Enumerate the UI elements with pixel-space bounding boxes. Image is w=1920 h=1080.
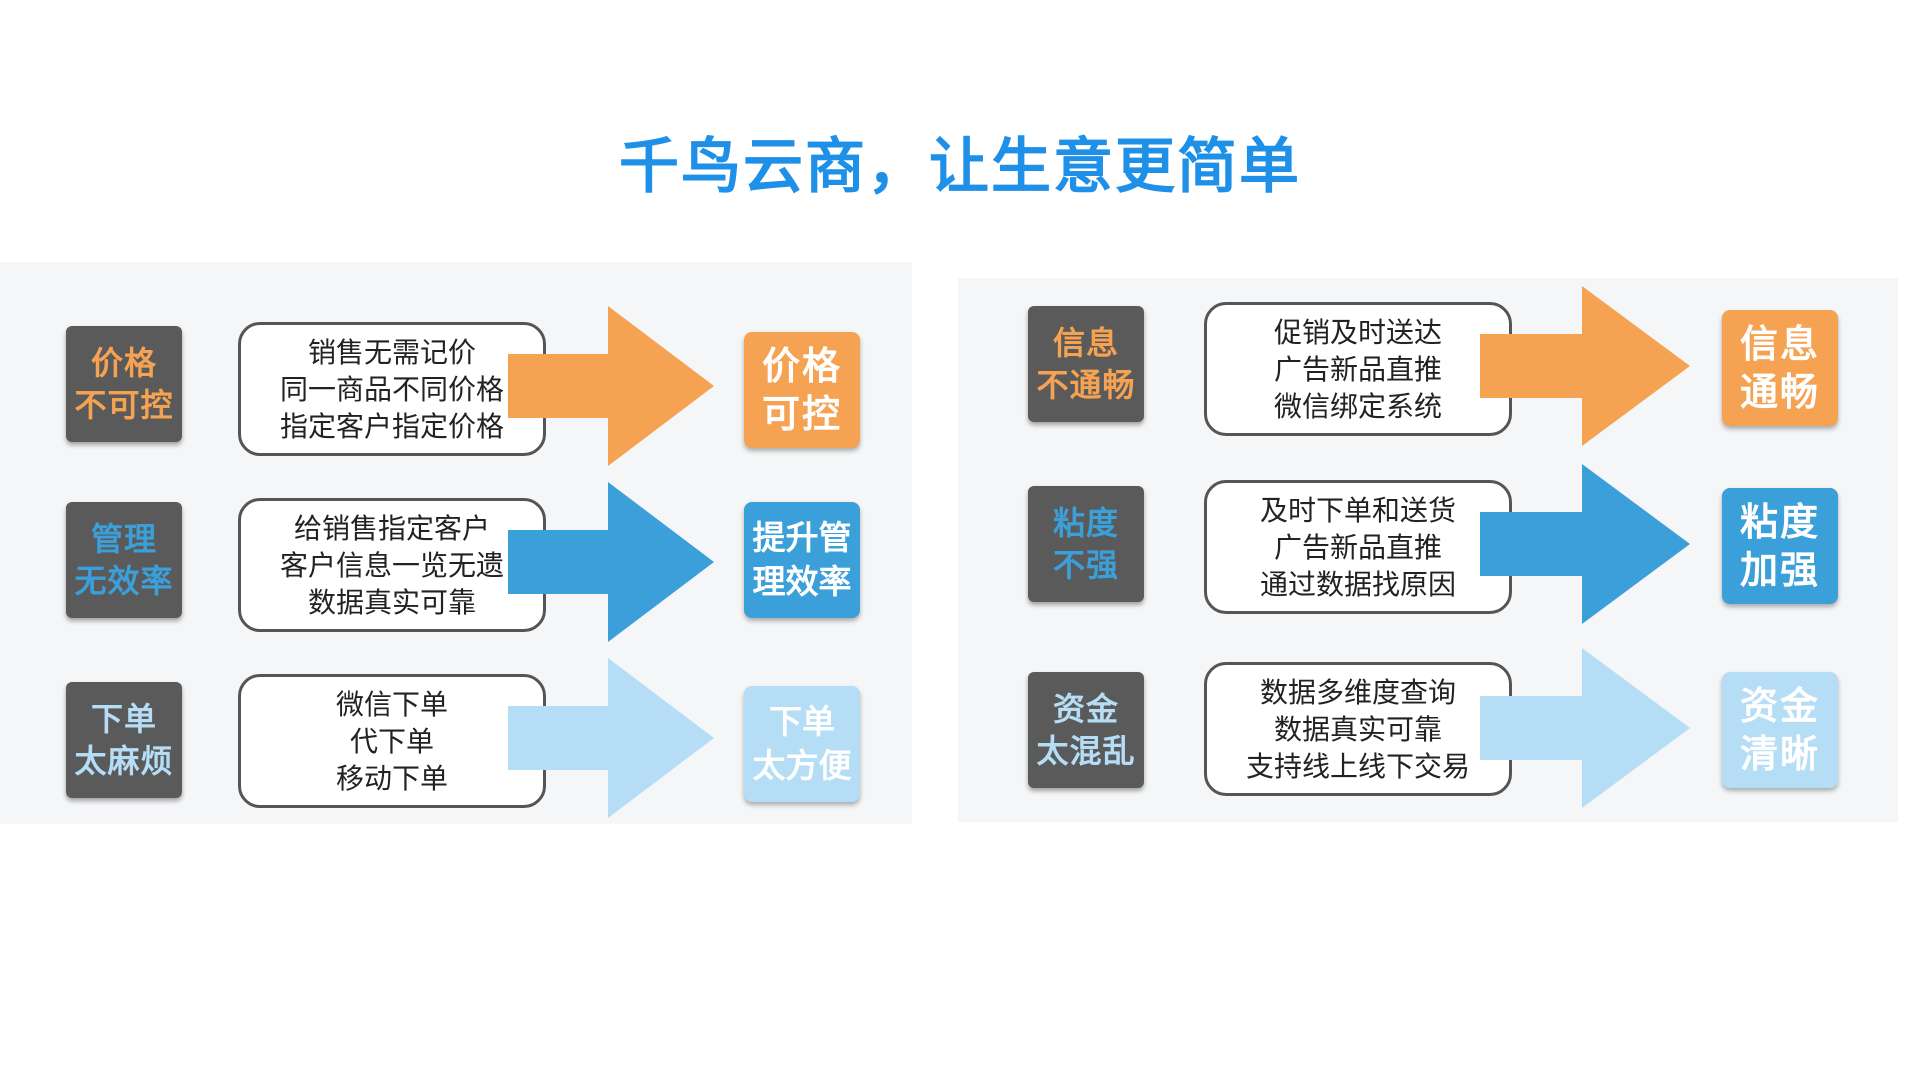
problem-badge: 下单 太麻烦	[66, 682, 182, 798]
result-badge: 粘度 加强	[1722, 488, 1838, 604]
solution-description-box: 及时下单和送货 广告新品直推 通过数据找原因	[1204, 480, 1512, 614]
result-badge: 资金 清晰	[1722, 672, 1838, 788]
row-customer-stickiness: 粘度 不强 及时下单和送货 广告新品直推 通过数据找原因 粘度 加强	[958, 464, 1898, 644]
right-arrow-icon	[508, 658, 714, 818]
result-badge: 信息 通畅	[1722, 310, 1838, 426]
row-ordering: 下单 太麻烦 微信下单 代下单 移动下单 下单 太方便	[0, 658, 912, 830]
row-management-efficiency: 管理 无效率 给销售指定客户 客户信息一览无遗 数据真实可靠 提升管 理效率	[0, 482, 912, 658]
right-arrow-icon	[508, 482, 714, 642]
problem-badge: 资金 太混乱	[1028, 672, 1144, 788]
problem-badge: 管理 无效率	[66, 502, 182, 618]
result-badge: 下单 太方便	[744, 686, 860, 802]
row-information-flow: 信息 不通畅 促销及时送达 广告新品直推 微信绑定系统 信息 通畅	[958, 286, 1898, 466]
right-arrow-icon	[1480, 648, 1690, 808]
result-badge: 价格 可控	[744, 332, 860, 448]
solution-description-box: 给销售指定客户 客户信息一览无遗 数据真实可靠	[238, 498, 546, 632]
row-price-control: 价格 不可控 销售无需记价 同一商品不同价格 指定客户指定价格 价格 可控	[0, 306, 912, 482]
solution-description-box: 数据多维度查询 数据真实可靠 支持线上线下交易	[1204, 662, 1512, 796]
problem-badge: 粘度 不强	[1028, 486, 1144, 602]
left-comparison-panel: 价格 不可控 销售无需记价 同一商品不同价格 指定客户指定价格 价格 可控 管理…	[0, 262, 912, 824]
page-title: 千鸟云商，让生意更简单	[619, 132, 1301, 202]
result-badge: 提升管 理效率	[744, 502, 860, 618]
right-comparison-panel: 信息 不通畅 促销及时送达 广告新品直推 微信绑定系统 信息 通畅 粘度 不强 …	[958, 278, 1898, 822]
solution-description-box: 销售无需记价 同一商品不同价格 指定客户指定价格	[238, 322, 546, 456]
problem-badge: 价格 不可控	[66, 326, 182, 442]
row-funds-clarity: 资金 太混乱 数据多维度查询 数据真实可靠 支持线上线下交易 资金 清晰	[958, 648, 1898, 822]
right-arrow-icon	[1480, 286, 1690, 446]
problem-badge: 信息 不通畅	[1028, 306, 1144, 422]
solution-description-box: 促销及时送达 广告新品直推 微信绑定系统	[1204, 302, 1512, 436]
right-arrow-icon	[508, 306, 714, 466]
solution-description-box: 微信下单 代下单 移动下单	[238, 674, 546, 808]
right-arrow-icon	[1480, 464, 1690, 624]
